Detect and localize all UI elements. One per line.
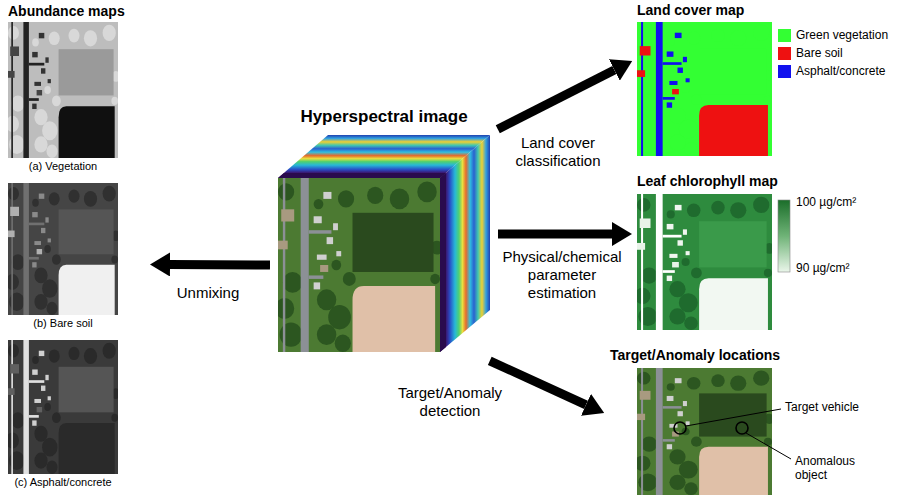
connector-arrow: [170, 260, 270, 270]
image-group: Abundance maps (a) Vegetation (b) Bare soi…: [0, 0, 148, 496]
vegetation-abundance-image: [6, 22, 120, 158]
edge-label: Physical/chemical parameter estimation: [492, 248, 632, 302]
legend-swatch: [778, 47, 791, 60]
title-text: Hyperspectral image: [272, 107, 496, 127]
title-text: Target/Anomaly locations: [610, 347, 802, 363]
connector-arrow: [498, 230, 612, 239]
legend-text: Bare soil: [796, 46, 843, 60]
cube-front-image: [275, 178, 443, 352]
callout-label: Anomalous object: [795, 455, 875, 483]
abundance-map: (c) Asphalt/concrete: [2, 338, 124, 494]
anomaly-circle: [736, 422, 748, 434]
abundance-map: (a) Vegetation: [2, 20, 124, 176]
caption-text: (a) Vegetation: [2, 160, 124, 173]
hyperspectral-cube-drawing: [275, 135, 490, 352]
legend-text: Asphalt/concrete: [796, 64, 885, 78]
connector-arrow: [498, 70, 615, 129]
leader-line: [746, 433, 791, 459]
edge-label: Target/Anomaly detection: [390, 384, 510, 420]
hyperspectral-cube: Hyperspectral image: [272, 104, 496, 360]
chlorophyll-map: Leaf chlorophyll map: [634, 170, 794, 335]
asphalt-abundance-image: [6, 340, 120, 474]
edge-label: Land cover classification: [506, 134, 610, 170]
caption-text: (c) Asphalt/concrete: [2, 476, 124, 489]
leader-line: [686, 409, 781, 426]
title-text: Abundance maps: [8, 3, 140, 19]
title-text: Land cover map: [637, 2, 776, 18]
soil-abundance-image: [6, 183, 120, 315]
legend-entry: Green vegetation: [778, 28, 888, 42]
legend-text: Green vegetation: [796, 28, 888, 42]
target-circle: [674, 422, 686, 434]
chlorophyll-image: [634, 194, 774, 330]
legend-swatch: [778, 65, 791, 78]
connector-arrow: [490, 361, 586, 405]
legend-entry: Bare soil: [778, 46, 843, 60]
edge-label: Unmixing: [168, 284, 248, 302]
detection-image: [634, 368, 774, 495]
caption-text: (b) Bare soil: [2, 317, 124, 330]
scale-value: 90 µg/cm²: [796, 262, 896, 276]
title-text: Leaf chlorophyll map: [637, 173, 794, 189]
legend-swatch: [778, 29, 791, 42]
scale-value: 100 µg/cm²: [796, 196, 896, 210]
detection-map: Target/Anomaly locations: [606, 346, 802, 496]
abundance-map: (b) Bare soil: [2, 181, 124, 333]
cube-edge-band: [278, 173, 446, 178]
cube-edge-band: [440, 173, 446, 352]
land-cover-map: Land cover map: [634, 0, 776, 158]
callout-label: Target vehicle: [785, 401, 895, 415]
cube-side-face: [440, 135, 490, 352]
legend-entry: Asphalt/concrete: [778, 64, 885, 78]
land-cover-image: [634, 22, 774, 156]
color-bar: [778, 200, 790, 272]
